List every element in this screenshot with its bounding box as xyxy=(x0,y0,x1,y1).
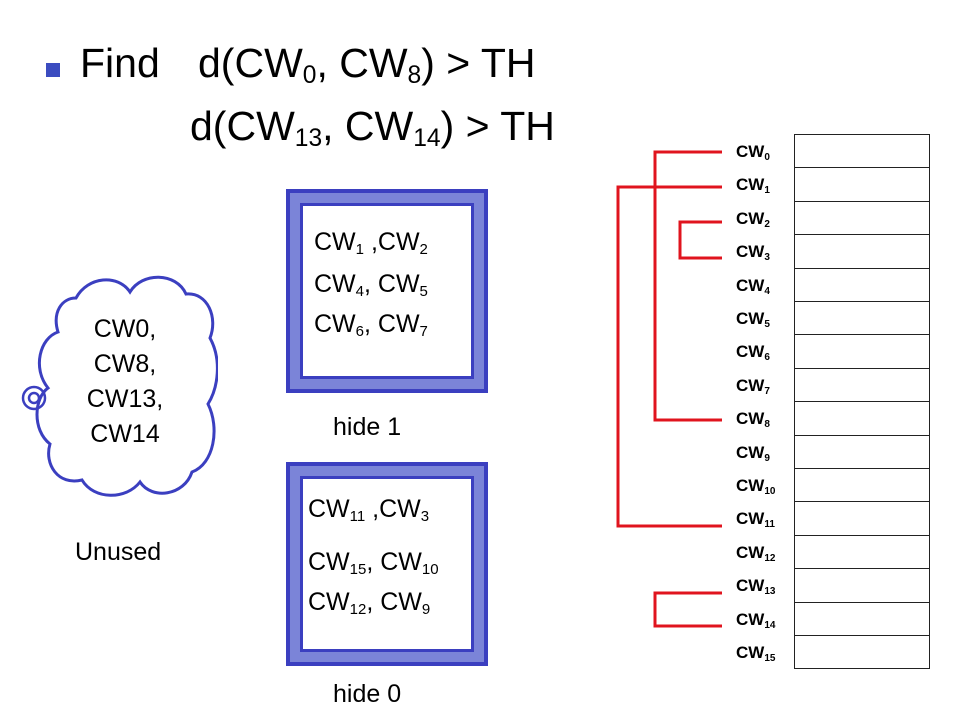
hide1-row: CW1 ,CW2 xyxy=(314,228,428,258)
expr-sub: 8 xyxy=(407,62,422,90)
codeword-label: CW15 xyxy=(736,643,776,664)
table-cell xyxy=(794,167,930,202)
hide1-label: hide 1 xyxy=(333,413,402,441)
table-cell xyxy=(794,367,930,403)
expr-text: , CW xyxy=(322,103,414,149)
codeword-label: CW5 xyxy=(736,309,770,330)
codeword-label: CW10 xyxy=(736,476,776,497)
codeword-label: CW0 xyxy=(736,142,770,163)
expr-text: d(CW xyxy=(190,103,295,149)
tree-link-cw13-cw14 xyxy=(653,591,722,628)
hide1-box-inner xyxy=(300,203,474,379)
table-cell xyxy=(794,134,930,169)
hide0-row: CW15, CW10 xyxy=(308,548,439,578)
tree-link-cw1-cw11 xyxy=(616,185,722,528)
table-cell xyxy=(794,234,930,269)
hide0-label: hide 0 xyxy=(333,680,402,708)
heading-line-1: Find d(CW0, CW8) > TH xyxy=(80,40,536,90)
codeword-label: CW7 xyxy=(736,375,770,397)
table-cell xyxy=(794,468,930,503)
codeword-label: CW1 xyxy=(736,175,770,197)
cloud-item: CW14 xyxy=(90,420,160,448)
hide1-box xyxy=(286,189,488,393)
expr-text: , CW xyxy=(316,40,408,86)
cloud-item: CW13, xyxy=(86,385,164,413)
codeword-table xyxy=(794,134,932,670)
hide1-row: CW6, CW7 xyxy=(314,310,428,340)
table-cell xyxy=(794,601,930,636)
expr-sub: 14 xyxy=(413,125,441,153)
tree-link-cw0-cw8 xyxy=(653,150,722,422)
hide0-row: CW11 ,CW3 xyxy=(308,495,430,525)
expr-sub: 13 xyxy=(294,125,323,153)
hide1-row: CW4, CW5 xyxy=(314,270,428,300)
pairing-tree xyxy=(616,150,722,628)
codeword-label: CW14 xyxy=(736,609,776,631)
expr-text: ) > TH xyxy=(421,40,536,86)
unused-label: Unused xyxy=(75,538,162,566)
table-cell xyxy=(794,334,930,369)
codeword-label: CW2 xyxy=(736,208,770,230)
codeword-label: CW12 xyxy=(736,542,776,564)
table-cell xyxy=(794,534,930,570)
codeword-label: CW8 xyxy=(736,409,770,431)
hide0-box-inner xyxy=(300,476,474,652)
codeword-label: CW3 xyxy=(736,242,770,264)
unused-cloud xyxy=(21,275,218,497)
codeword-label: CW9 xyxy=(736,442,770,464)
table-cell xyxy=(794,501,930,536)
cloud-list: CW0, CW8, CW13, CW14 xyxy=(55,312,195,452)
tree-link-cw2-cw3 xyxy=(678,220,722,260)
heading-line-2: d(CW13, CW14) > TH xyxy=(190,103,555,153)
thought-bubble-icon xyxy=(21,385,47,411)
expr-text: d(CW xyxy=(198,40,303,86)
table-cell xyxy=(794,401,930,436)
cloud-item: CW8, xyxy=(93,350,157,378)
table-cell xyxy=(794,301,930,336)
cloud-item: CW0, xyxy=(93,315,157,343)
expr-text: ) > TH xyxy=(440,103,555,149)
codeword-label: CW13 xyxy=(736,576,776,598)
hide0-row: CW12, CW9 xyxy=(308,588,431,618)
codeword-label: CW4 xyxy=(736,275,770,297)
table-cell xyxy=(794,568,930,603)
codeword-label: CW6 xyxy=(736,342,770,364)
expr-sub: 0 xyxy=(302,62,317,90)
table-cell xyxy=(794,434,930,469)
find-label: Find xyxy=(80,40,160,86)
bullet-icon xyxy=(46,63,60,77)
table-cell xyxy=(794,200,930,236)
table-cell xyxy=(794,267,930,302)
table-cell xyxy=(794,635,930,670)
codeword-label: CW11 xyxy=(736,509,775,531)
hide0-box xyxy=(286,462,488,666)
